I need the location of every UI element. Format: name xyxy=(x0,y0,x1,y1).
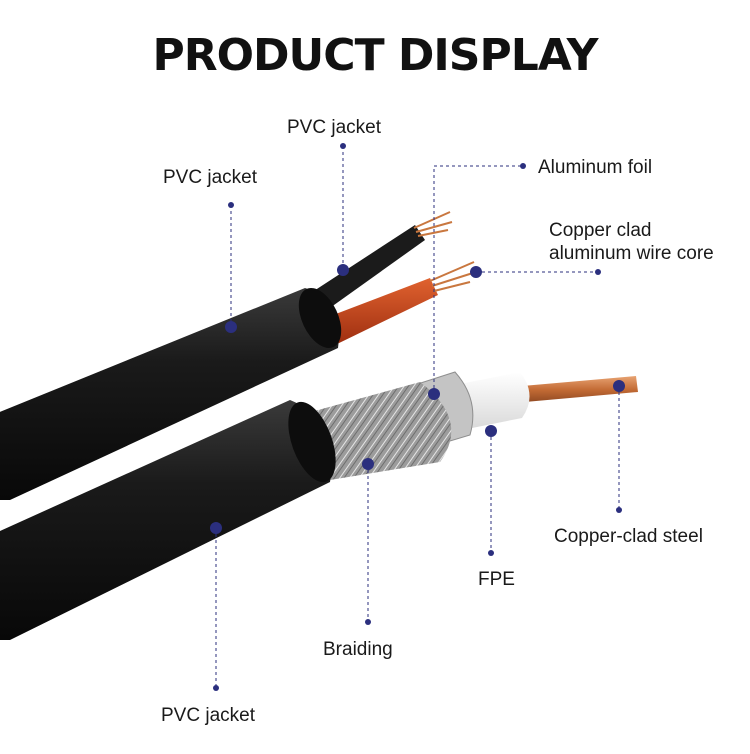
page-title: PRODUCT DISPLAY xyxy=(152,30,599,81)
label-copper-clad-aluminum-1: Copper clad xyxy=(549,220,652,241)
label-pvc-jacket-top: PVC jacket xyxy=(287,117,381,138)
power-cable-jacket xyxy=(0,288,339,500)
marker-dot xyxy=(225,321,237,333)
red-conductor-strands xyxy=(429,261,477,292)
marker-dot xyxy=(337,264,349,276)
marker-dot xyxy=(213,685,219,691)
marker-dot xyxy=(520,163,526,169)
label-fpe: FPE xyxy=(478,569,515,590)
label-pvc-jacket-bottom: PVC jacket xyxy=(161,705,255,726)
black-conductor xyxy=(300,225,425,315)
callout-markers xyxy=(210,143,625,691)
marker-dot xyxy=(485,425,497,437)
label-braiding: Braiding xyxy=(323,639,393,660)
marker-dot xyxy=(365,619,371,625)
label-copper-clad-steel: Copper-clad steel xyxy=(554,526,703,547)
marker-dot xyxy=(362,458,374,470)
marker-dot xyxy=(228,202,234,208)
copper-clad-steel-core xyxy=(500,376,638,404)
marker-dot xyxy=(595,269,601,275)
label-pvc-jacket-left: PVC jacket xyxy=(163,167,257,188)
marker-dot xyxy=(210,522,222,534)
marker-dot xyxy=(470,266,482,278)
callout-lines xyxy=(215,146,620,688)
fpe-dielectric xyxy=(455,372,530,430)
power-cable xyxy=(0,211,477,500)
coax-cable xyxy=(0,371,638,640)
marker-dot xyxy=(488,550,494,556)
marker-dot xyxy=(428,388,440,400)
label-aluminum-foil: Aluminum foil xyxy=(538,157,653,178)
label-copper-clad-aluminum-2: aluminum wire core xyxy=(549,243,714,264)
marker-dot xyxy=(616,507,622,513)
marker-dot xyxy=(613,380,625,392)
black-conductor-strands xyxy=(413,211,453,237)
coax-jacket xyxy=(0,400,332,640)
marker-dot xyxy=(340,143,346,149)
braid-shield xyxy=(300,382,452,480)
red-conductor xyxy=(320,278,438,345)
